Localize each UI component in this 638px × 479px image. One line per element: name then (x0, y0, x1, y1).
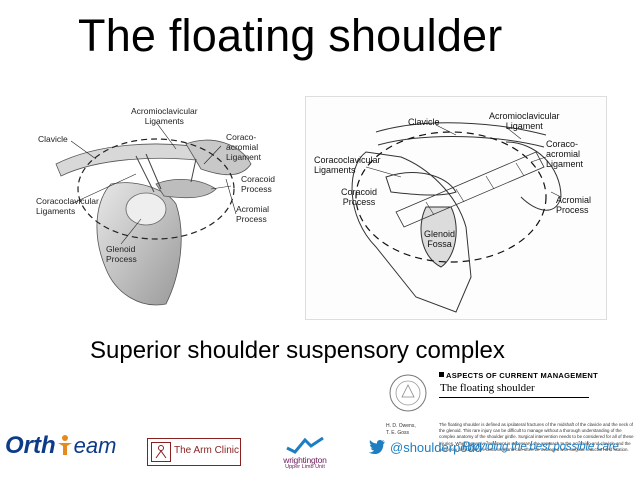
label-clavicle: Clavicle (38, 134, 68, 144)
label-glenoid-process: Glenoid Process (106, 244, 137, 264)
label-clavicle-right: Clavicle (408, 117, 440, 127)
label-acromial-process-right: Acromial Process (556, 195, 592, 215)
orthoteam-logo: Orth eam (5, 432, 116, 462)
shoulder-anatomy-illustration-right: Clavicle Acromioclavicular Ligament Cora… (305, 96, 607, 320)
label-coracoacromial-ligament-right: Coraco- acromial Ligament (546, 139, 584, 169)
label-coracoclavicular-ligaments-right: Coracoclavicular Ligaments (314, 155, 381, 175)
label-coracoid-process: Coracoid Process (241, 174, 276, 194)
wrightington-name: wrightington (283, 455, 327, 465)
journal-seal-icon (389, 374, 427, 412)
wrightington-logo: wrightington Upper Limb Unit (272, 436, 338, 470)
label-acromioclavicular-ligaments: Acromioclavicular Ligaments (131, 106, 198, 126)
wrightington-unit: Upper Limb Unit (285, 464, 325, 470)
shoulder-outline-drawing (351, 122, 562, 313)
article-title: The floating shoulder (440, 382, 535, 394)
article-abstract: The floating shoulder is defined as ipsi… (439, 422, 634, 452)
label-coracoid-process-right: Coracoid Process (341, 187, 378, 207)
orthoteam-figure-icon (57, 435, 72, 455)
arm-clinic-name: The Arm Clinic (174, 445, 240, 456)
label-glenoid-fossa-right: Glenoid Fossa (424, 229, 456, 249)
label-coracoclavicular-ligaments: Coracoclavicular Ligaments (36, 196, 99, 216)
label-acromioclavicular-ligament-right: Acromioclavicular Ligament (489, 111, 560, 131)
slide-title: The floating shoulder (78, 10, 503, 61)
label-coracoacromial-ligament: Coraco- acromial Ligament (226, 132, 261, 162)
article-divider (439, 397, 589, 398)
twitter-handle-link[interactable]: @shoulderpodd (367, 440, 482, 455)
shoulder-anatomy-illustration-left: Acromioclavicular Ligaments Clavicle Cor… (36, 104, 286, 314)
journal-article-thumbnail: ASPECTS OF CURRENT MANAGEMENT The floati… (360, 365, 638, 479)
twitter-bird-icon (368, 440, 385, 454)
arm-clinic-logo: The Arm Clinic (147, 438, 241, 466)
wrightington-swoosh-icon (286, 436, 324, 454)
orthoteam-logo-text: Orth (5, 432, 56, 459)
article-section-header: ASPECTS OF CURRENT MANAGEMENT (439, 371, 598, 380)
label-acromial-process: Acromial Process (236, 204, 270, 224)
twitter-handle-text: @shoulderpodd (390, 440, 482, 455)
orthoteam-logo-text-right: eam (73, 433, 117, 458)
arm-clinic-icon (151, 442, 171, 462)
slide-subtitle: Superior shoulder suspensory complex (90, 337, 505, 364)
footer-tagline: Providing the best possible care (462, 441, 619, 453)
shoulder-anatomy-drawing (55, 121, 252, 306)
article-authors: H. D. Owens, T. E. Goss (386, 423, 416, 436)
